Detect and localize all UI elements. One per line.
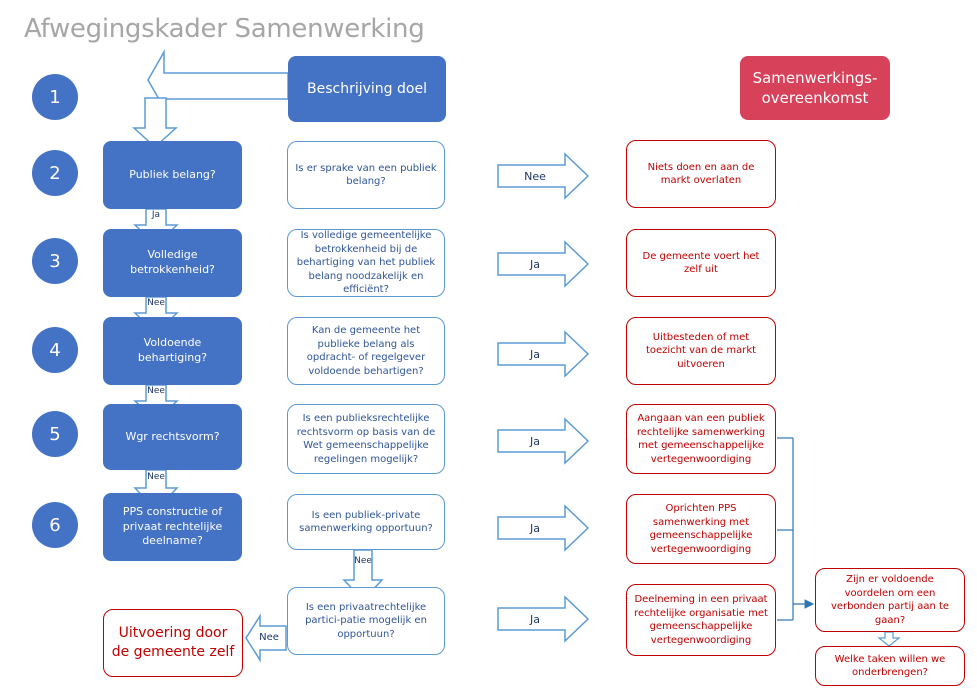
right-arrows: [497, 152, 590, 643]
right-arrow-label-1: Nee: [524, 170, 546, 183]
step-circle-1: 1: [32, 74, 78, 120]
right-arrow-3: [497, 330, 590, 378]
question-box-2: Is volledige gemeentelijke betrokkenheid…: [287, 229, 445, 297]
right-arrow-2: [497, 240, 590, 288]
outcome-box-2: De gemeente voert het zelf uit: [626, 229, 776, 297]
result-header-text: Samenwerkings- overeenkomst: [752, 68, 878, 107]
result-header: Samenwerkings- overeenkomst: [740, 56, 890, 120]
decision-box-publiek-belang: Publiek belang?: [103, 141, 242, 209]
left-arrow: [245, 613, 287, 663]
tasks-box: Welke taken willen we onderbrengen?: [815, 646, 965, 686]
decision-box-voldoende-behartiging: Voldoende behartiging?: [103, 317, 242, 385]
self-execution-box: Uitvoering door de gemeente zelf: [103, 609, 243, 677]
down-arrow-label-3: Nee: [147, 386, 165, 396]
question-box-6: Is een privaatrechtelijke partici-patie …: [287, 587, 445, 655]
right-arrow-1: [497, 152, 590, 200]
outcome-box-6: Deelneming in een privaat rechtelijke or…: [626, 584, 776, 656]
decision-box-wgr-rechtsvorm: Wgr rechtsvorm?: [103, 404, 242, 470]
right-arrow-6: [497, 595, 590, 643]
step-circle-2: 2: [32, 150, 78, 196]
bracket-connector: [777, 437, 815, 621]
right-arrow-label-6: Ja: [530, 613, 540, 626]
start-bent-arrow: [147, 49, 289, 111]
start-down-arrow: [132, 97, 178, 149]
outcome-box-1: Niets doen en aan de markt overlaten: [626, 140, 776, 208]
outcome-box-4: Aangaan van een publiek rechtelijke same…: [626, 404, 776, 474]
decision-box-pps-constructie: PPS constructie of privaat rechtelijke d…: [103, 493, 242, 561]
right-arrow-label-3: Ja: [530, 348, 540, 361]
right-arrow-label-4: Ja: [530, 435, 540, 448]
down-arrow-label-2: Nee: [147, 298, 165, 308]
page-title: Afwegingskader Samenwerking: [24, 14, 425, 44]
start-box: Beschrijving doel: [288, 56, 446, 122]
question-box-4: Is een publieksrechtelijke rechtsvorm op…: [287, 404, 445, 474]
right-arrow-label-5: Ja: [530, 522, 540, 535]
small-down-arrow: [877, 631, 901, 647]
step-circle-5: 5: [32, 411, 78, 457]
step-circle-6: 6: [32, 502, 78, 548]
advantages-box: Zijn er voldoende voordelen om een verbo…: [815, 568, 965, 632]
question-box-5: Is een publiek-private samenwerking oppo…: [287, 494, 445, 550]
question-box-1: Is er sprake van een publiek belang?: [287, 141, 445, 209]
outcome-box-3: Uitbesteden of met toezicht van de markt…: [626, 317, 776, 385]
decision-box-volledige-betrokkenheid: Volledige betrokkenheid?: [103, 229, 242, 297]
right-arrow-5: [497, 504, 590, 552]
mid-down-arrow-label: Nee: [354, 556, 372, 566]
left-arrow-label: Nee: [259, 632, 279, 643]
down-arrow-label-1: Ja: [151, 210, 161, 220]
question-box-3: Kan de gemeente het publieke belang als …: [287, 317, 445, 385]
down-arrow-label-4: Nee: [147, 472, 165, 482]
right-arrow-label-2: Ja: [530, 258, 540, 271]
outcome-box-5: Oprichten PPS samenwerking met gemeensch…: [626, 494, 776, 564]
step-circle-3: 3: [32, 238, 78, 284]
right-arrow-4: [497, 417, 590, 465]
step-circle-4: 4: [32, 327, 78, 373]
